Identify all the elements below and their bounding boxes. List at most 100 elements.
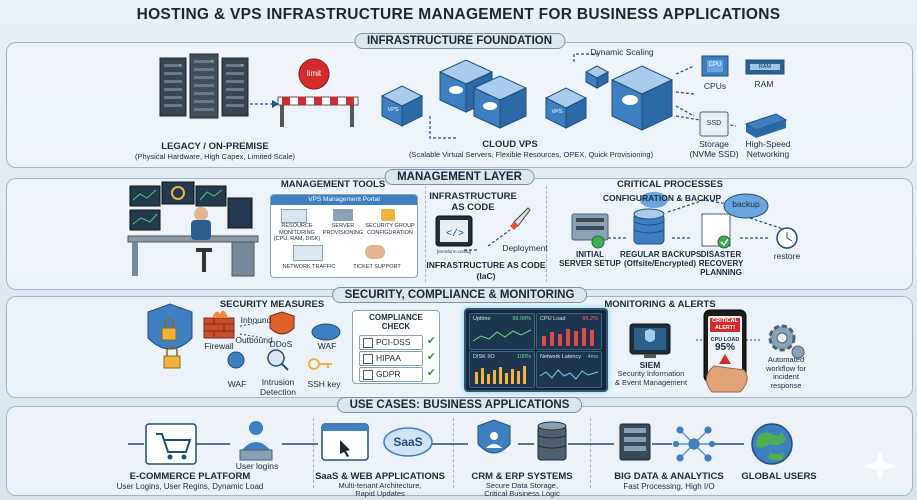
bigdata-title: BIG DATA & ANALYTICS [614, 471, 724, 482]
initial-server-setup: INITIAL SERVER SETUP [559, 250, 621, 268]
cpu-load-tile: CPU Load 95.2% [536, 313, 602, 350]
uptime-sparkline [473, 329, 531, 342]
ssh-key-label: SSH key [307, 379, 341, 389]
network-switch-icon [744, 113, 788, 138]
legacy-server-rack-icon [159, 53, 249, 119]
saas-subtitle: Multi-tenant Architecture, Rapid Updates [338, 481, 422, 498]
disk-io-bars [475, 366, 526, 384]
ram-stick-icon [745, 59, 785, 75]
crm-title: CRM & ERP SYSTEMS [471, 471, 573, 482]
iac-title: INFRASTRUCTURE AS CODE [429, 191, 517, 213]
management-divider-2 [546, 186, 547, 282]
compliance-title: COMPLIANCE CHECK [369, 313, 423, 331]
disk-io-value: 100% [516, 354, 531, 360]
management-arrows [464, 199, 787, 251]
monitoring-dashboard: Uptime 99.99% CPU Load 95.2% DISK I/O 10… [464, 308, 608, 392]
network-latency-value: 4ms [587, 354, 598, 360]
disk-io-label: DISK I/O [473, 354, 495, 360]
hand-icon [706, 365, 748, 393]
page-title: HOSTING & VPS INFRASTRUCTURE MANAGEMENT … [136, 6, 781, 23]
security-group-tile[interactable]: SECURITY GROUP CONFIGURATION [365, 223, 415, 236]
web-browser-icon [321, 423, 369, 461]
cpu-chip-text: CPU [708, 62, 722, 68]
saas-cloud-icon [383, 427, 433, 457]
ssd-drive-icon [699, 111, 729, 137]
support-agent-icon [365, 245, 385, 259]
intrusion-detection-label: Intrusion Detection [260, 377, 296, 397]
cpu-chip-icon [701, 55, 729, 77]
erp-database-icon [537, 421, 567, 461]
siem-monitor-icon [629, 323, 671, 358]
waf-left-label: WAF [227, 379, 247, 389]
management-tools-title: MANAGEMENT TOOLS [280, 179, 386, 190]
rocket-icon [510, 207, 531, 230]
restore-label: restore [773, 251, 801, 261]
cloud-vps-cubes-icon [380, 59, 674, 131]
disaster-recovery-doc-icon [701, 213, 731, 249]
section-header-security: SECURITY, COMPLIANCE & MONITORING [331, 287, 588, 303]
storage-label: Storage (NVMe SSD) [689, 139, 739, 159]
ticket-support-tile[interactable]: TICKET SUPPORT [353, 264, 401, 270]
vps-cube-label-2: VPS [551, 109, 563, 115]
uptime-tile: Uptime 99.99% [469, 313, 535, 350]
code-editor-icon [435, 215, 473, 247]
usecase-divider-3 [590, 418, 591, 488]
admin-workstation-icon [127, 181, 259, 277]
vps-cube-label-1: VPS [387, 107, 399, 113]
security-shield-icon [147, 303, 193, 350]
security-measures-title: SECURITY MEASURES [219, 299, 325, 310]
section-header-management: MANAGEMENT LAYER [384, 169, 535, 185]
crm-subtitle: Secure Data Storage, Critical Business L… [484, 481, 560, 498]
critical-processes-title: CRITICAL PROCESSES [617, 179, 723, 190]
ddos-label: DDoS [269, 339, 293, 349]
resource-monitoring-tile[interactable]: RESOURCE MONITORING (CPU, RAM, DISK) [273, 223, 321, 242]
saas-logo-text: SaaS [393, 435, 423, 449]
intrusion-detect-icon [267, 349, 289, 371]
shopping-cart-icon [145, 423, 197, 465]
network-traffic-tile[interactable]: NETWORK TRAFFIC [282, 264, 336, 270]
cloud-vps-title: CLOUD VPS [482, 139, 538, 150]
cpus-label: CPUs [703, 81, 727, 91]
server-provisioning-tile[interactable]: SERVER PROVISIONING [322, 223, 364, 236]
portal-title: VPS Management Portal [308, 196, 380, 203]
ram-stick-text: RAM [758, 64, 772, 70]
ssd-drive-text: SSD [706, 120, 722, 127]
cloud-backup-icon [640, 192, 769, 219]
bigdata-subtitle: Fast Processing, High I/O [623, 482, 715, 491]
dynamic-scaling-label: Dynamic Scaling [590, 47, 654, 57]
automated-workflow-label: Automated workflow for incident response [765, 355, 806, 390]
padlock-icon [163, 346, 181, 369]
ssh-key-icon [308, 358, 332, 370]
usecase-divider-2 [453, 418, 454, 488]
limit-sign-label: limit [306, 69, 322, 78]
compliance-gdpr: GDPR [359, 367, 436, 382]
monitor-chart-icon [281, 209, 307, 223]
backup-cloud-label: backup [732, 199, 760, 209]
cpu-load-bars [542, 328, 594, 346]
code-brackets-icon: </> [446, 228, 464, 240]
firewall-icon [203, 310, 235, 339]
waf-globe-icon [227, 351, 245, 369]
uptime-value: 99.99% [512, 316, 531, 322]
cpu-load-label: CPU Load [540, 316, 566, 322]
disk-io-tile: DISK I/O 100% [469, 351, 535, 388]
network-latency-tile: Network Latency 4ms [536, 351, 602, 388]
compliance-pci-dss: PCI-DSS [359, 335, 436, 350]
inbound-label: Inbound [240, 315, 272, 325]
network-latency-label: Network Latency [540, 354, 581, 360]
waf-right-label: WAF [317, 341, 337, 351]
siem-title: SIEM [639, 360, 661, 370]
uptime-label: Uptime [473, 316, 491, 322]
limit-barrier-icon [277, 58, 359, 127]
alert-cpu-load: CPU LOAD [710, 337, 740, 343]
cpu-load-value: 95.2% [582, 316, 598, 322]
waf-cloud-icon [311, 323, 341, 341]
cloud-vps-subtitle: (Scalable Virtual Servers, Flexible Reso… [408, 150, 654, 159]
user-logins-label: User logins [235, 461, 279, 471]
analytics-network-icon [672, 426, 716, 462]
crm-shield-icon [477, 419, 511, 454]
